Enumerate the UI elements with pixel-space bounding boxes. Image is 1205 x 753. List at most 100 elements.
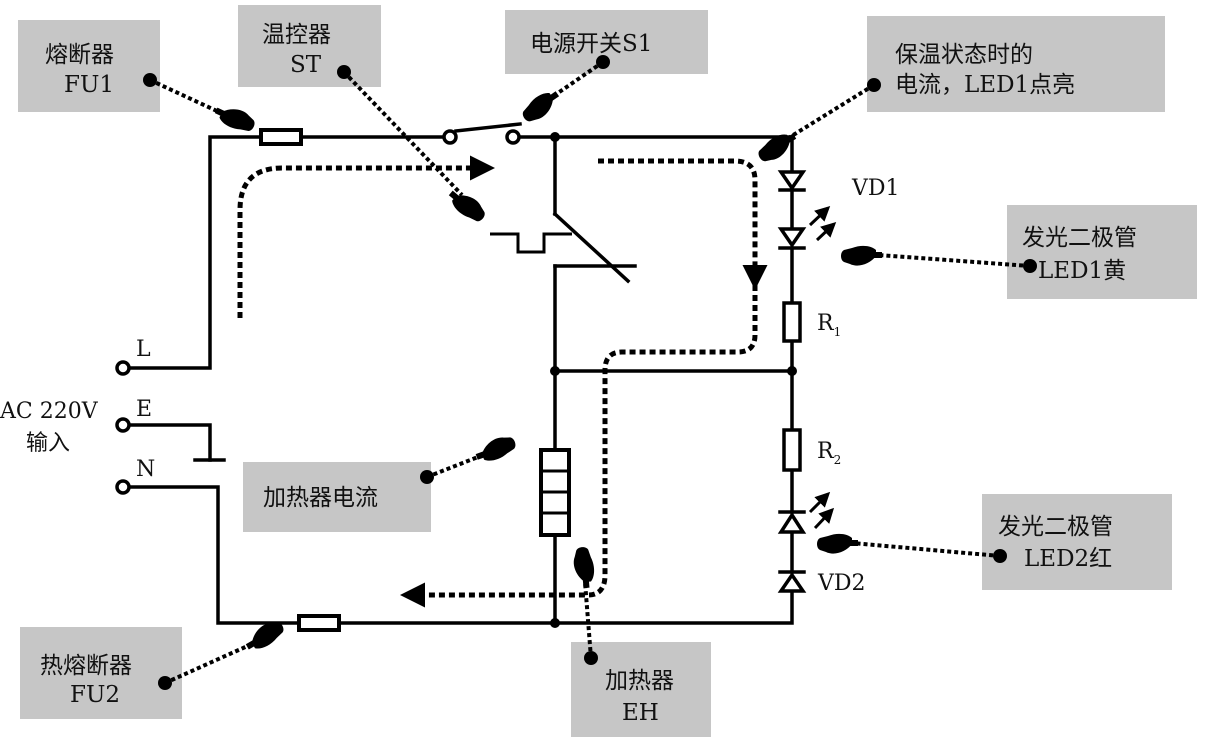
switch-s1-blade (454, 122, 522, 133)
leader-fu2 (158, 617, 288, 690)
led1-light-arrow (815, 221, 837, 242)
leader-fu1 (143, 73, 258, 137)
switch-s1-terminal-left (442, 129, 458, 145)
leader-s1-line (553, 60, 605, 97)
callout-keepwarm-line1: 保温状态时的 (895, 42, 1033, 68)
hand-pointer-icon (473, 433, 519, 466)
callout-fu2-box (20, 627, 182, 719)
callout-led1-box (1007, 205, 1197, 299)
junction-mid-right (787, 366, 797, 376)
callout-st-box (238, 5, 381, 87)
thermostat-bimetal (490, 232, 572, 254)
leader-fu1-line (149, 78, 233, 120)
flow-path-heater-return (400, 285, 758, 608)
terminal-n (115, 479, 131, 495)
leader-led2 (817, 533, 1007, 563)
callout-led2-line1: 发光二极管 (998, 514, 1113, 540)
leader-led2-line (851, 541, 1001, 558)
r1-label: R1 (817, 311, 841, 339)
resistor-r2 (782, 428, 802, 472)
thermostat-blade (552, 211, 631, 284)
callout-fu2-line1: 热熔断器 (40, 653, 132, 679)
wire-n (128, 485, 300, 625)
diode-vd2 (777, 570, 807, 593)
input-label-line2: 输入 (26, 431, 70, 456)
hand-pointer-icon (817, 533, 858, 554)
callout-fu2-line2: FU2 (70, 682, 120, 708)
callout-st: 温控器 ST (238, 5, 381, 87)
leader-heater-current-line (426, 453, 484, 479)
vd1-label: VD1 (851, 176, 900, 201)
flow-path-input (237, 155, 495, 318)
hand-pointer-icon (518, 86, 564, 126)
leader-keepwarm (754, 78, 881, 166)
hand-pointer-icon (841, 245, 882, 266)
terminal-n-label: N (136, 457, 155, 482)
terminal-l-label: L (136, 337, 151, 362)
wire-l (128, 135, 262, 370)
callout-heater-current: 加热器电流 (243, 462, 431, 532)
callout-heater-current-box (243, 462, 431, 532)
diode-vd1 (777, 170, 807, 192)
leader-st-line (342, 70, 464, 197)
callout-led2-line2: LED2红 (1024, 546, 1112, 572)
callout-keepwarm-line2: 电流，LED1点亮 (895, 72, 1075, 98)
thermostat-st (490, 211, 631, 284)
fuse-fu2 (297, 614, 341, 632)
callout-fu1: 熔断器 FU1 (18, 20, 160, 112)
leader-fu2-line (164, 642, 253, 685)
callout-keepwarm: 保温状态时的 电流，LED1点亮 (867, 16, 1165, 112)
leader-eh-line (583, 581, 593, 659)
callout-led1: 发光二极管 LED1黄 (1007, 205, 1197, 299)
r1-label-base: R (817, 311, 835, 336)
diode-vd1-triangle (777, 170, 807, 192)
r1-label-sub: 1 (834, 325, 842, 339)
led2 (777, 491, 835, 534)
junction-bottom (550, 618, 560, 628)
callout-s1-line1: 电源开关S1 (530, 31, 652, 57)
wire-e (128, 423, 212, 462)
leader-eh (572, 546, 598, 665)
callout-keepwarm-box (867, 16, 1165, 112)
led1-triangle (777, 227, 807, 249)
callout-led2-box (982, 494, 1172, 590)
callout-heater-current-line1: 加热器电流 (263, 485, 378, 511)
leader-led1-line (877, 253, 1031, 268)
callout-st-line1: 温控器 (262, 22, 331, 48)
callout-fu1-line2: FU1 (64, 72, 114, 98)
terminal-e (115, 417, 131, 433)
wire-bottom (338, 590, 794, 625)
callout-led2: 发光二极管 LED2红 (982, 494, 1172, 590)
callout-eh-line2: EH (622, 700, 659, 726)
flow-path-keepwarm-down (598, 158, 768, 290)
callout-fu2: 热熔断器 FU2 (20, 627, 182, 719)
switch-s1 (442, 122, 522, 145)
junction-top (550, 132, 560, 142)
led1-light-arrow (808, 205, 831, 227)
leader-heater-current (420, 433, 519, 484)
leader-s1 (518, 55, 610, 126)
r2-label-sub: 2 (834, 453, 842, 467)
heater-eh (539, 448, 571, 537)
junction-mid-left (550, 366, 560, 376)
vd2-label: VD2 (817, 571, 866, 596)
wiring (128, 135, 794, 625)
callout-led1-line1: 发光二极管 (1022, 225, 1137, 251)
callout-st-line2: ST (290, 52, 322, 78)
r2-label-base: R (817, 439, 835, 464)
leader-keepwarm-line (788, 83, 876, 139)
led2-light-arrow (808, 491, 831, 514)
callout-led1-line2: LED1黄 (1038, 258, 1126, 284)
led1 (777, 205, 837, 250)
resistor-r1 (782, 301, 802, 343)
led2-light-arrow (813, 507, 835, 530)
hand-pointer-icon (212, 100, 258, 137)
hand-pointer-icon (444, 184, 489, 227)
hand-pointer-icon (572, 546, 596, 589)
callout-fu1-line1: 熔断器 (45, 42, 114, 68)
leader-led1 (841, 245, 1037, 273)
leader-st (337, 65, 489, 227)
terminal-e-label: E (136, 397, 152, 422)
r2-label: R2 (817, 439, 841, 467)
